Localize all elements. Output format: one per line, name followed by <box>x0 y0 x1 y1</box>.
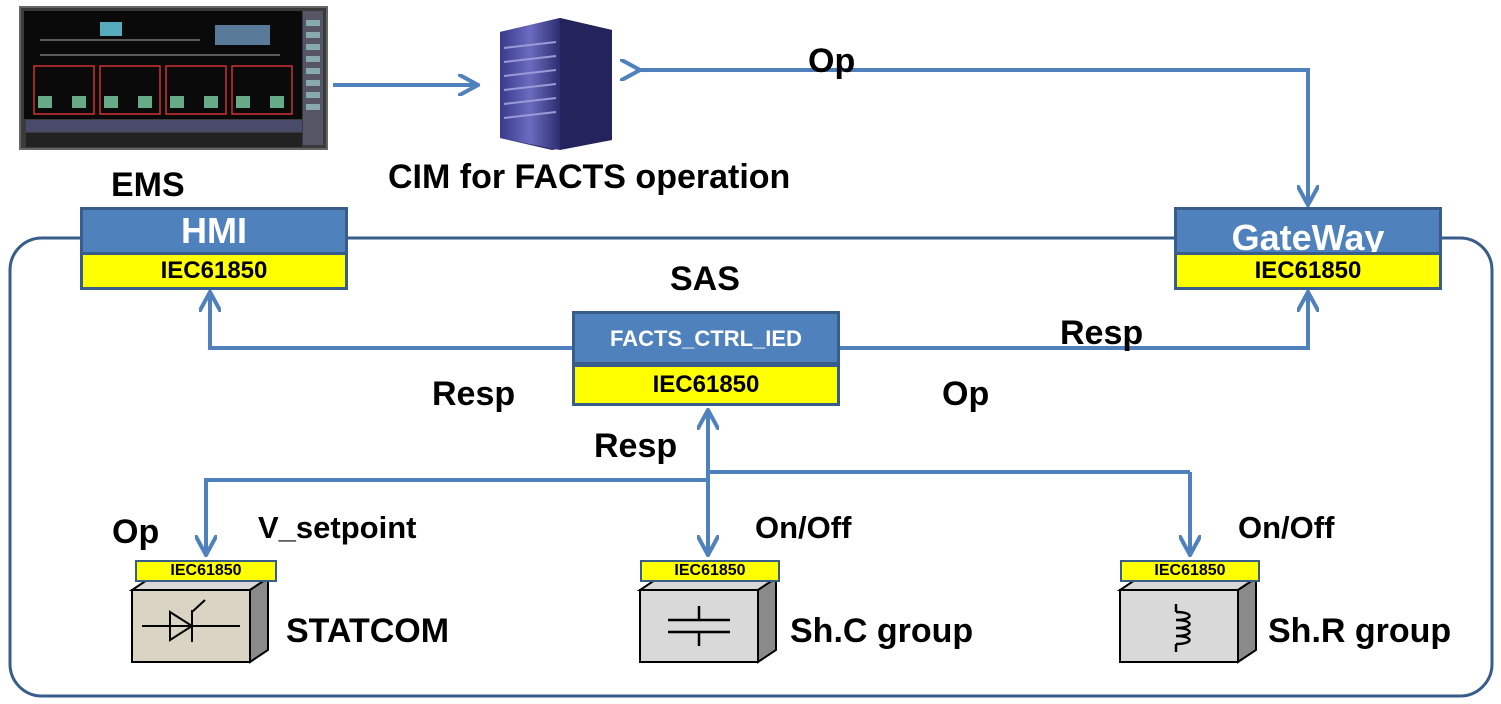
facts-ctrl-ied-title[interactable]: FACTS_CTRL_IED <box>572 311 840 365</box>
resp-mid-label: Resp <box>594 427 678 465</box>
hmi-protocol: IEC61850 <box>80 252 348 290</box>
sas-boundary <box>8 236 1494 698</box>
resp-left-label: Resp <box>432 375 516 413</box>
shr-protocol: IEC61850 <box>1120 560 1260 582</box>
gateway-protocol: IEC61850 <box>1174 252 1442 290</box>
facts-to-hmi-arrow <box>210 292 572 350</box>
onoff-r-label: On/Off <box>1238 510 1335 545</box>
statcom-device <box>128 576 272 664</box>
op-left-label: Op <box>112 513 160 551</box>
capacitor-icon <box>668 606 730 646</box>
sas-label: SAS <box>670 260 740 298</box>
shc-protocol: IEC61850 <box>640 560 780 582</box>
facts-protocol: IEC61850 <box>572 364 840 406</box>
shc-label: Sh.C group <box>790 612 974 650</box>
shr-device <box>1116 576 1260 664</box>
onoff-c-label: On/Off <box>755 510 852 545</box>
gateway-title[interactable]: GateWay <box>1174 207 1442 255</box>
shr-label: Sh.R group <box>1268 612 1452 650</box>
thyristor-icon <box>142 599 240 642</box>
op-top-label: Op <box>808 42 856 80</box>
scada-screen-image <box>19 6 328 150</box>
gateway-facts-arrow <box>840 292 1308 348</box>
server-image <box>500 18 612 150</box>
statcom-protocol: IEC61850 <box>135 560 277 582</box>
ems-label: EMS <box>111 166 185 204</box>
shc-device <box>636 576 780 664</box>
hmi-title[interactable]: HMI <box>80 207 348 255</box>
reactor-icon <box>1174 604 1191 652</box>
op-right-label: Op <box>942 375 990 413</box>
resp-right-label: Resp <box>1060 314 1144 352</box>
v-setpoint-label: V_setpoint <box>258 510 417 545</box>
cim-gateway-arrow <box>640 70 1308 205</box>
statcom-label: STATCOM <box>286 612 450 650</box>
cim-label: CIM for FACTS operation <box>388 158 791 196</box>
